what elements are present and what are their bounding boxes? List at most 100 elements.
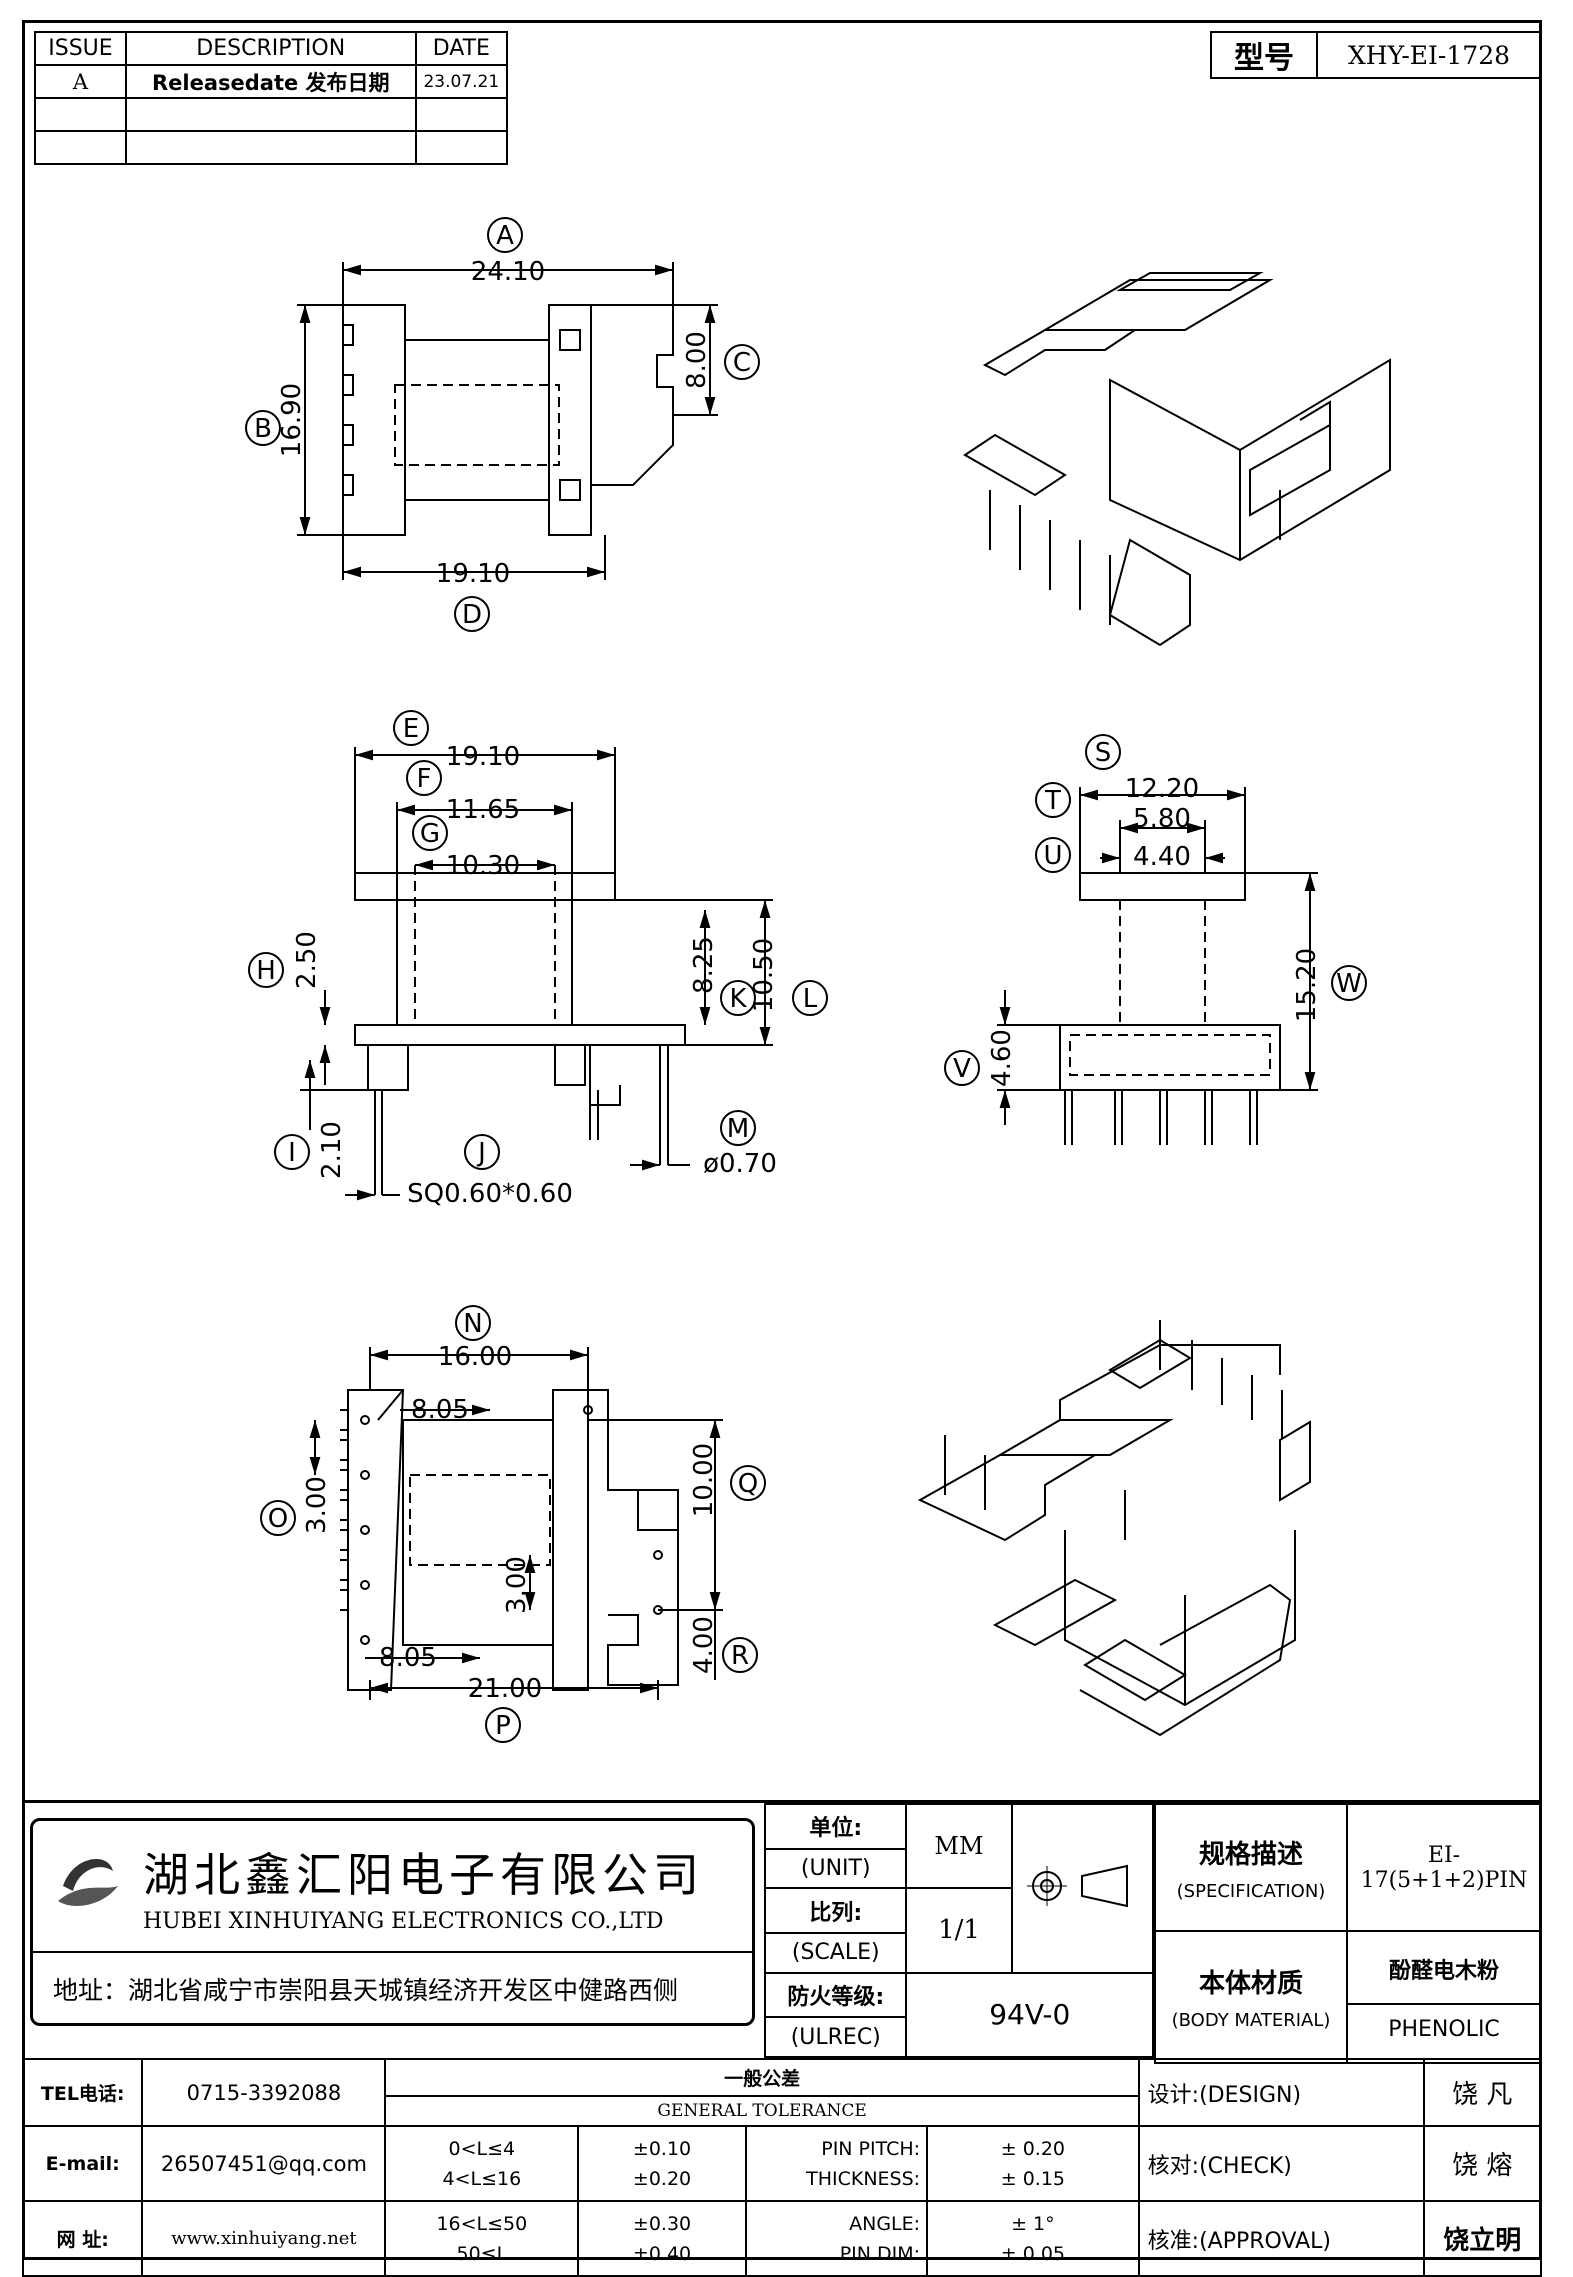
dim-mid: 3.00 <box>502 1556 532 1614</box>
dim-l: 10.50 <box>749 938 779 1012</box>
dim-f: 11.65 <box>446 795 520 825</box>
range-item: 4<L≤16 <box>442 2167 522 2190</box>
dim-m: ø0.70 <box>703 1149 777 1179</box>
label-q: Q <box>738 1469 758 1499</box>
issue-cell <box>34 97 127 132</box>
projection-icon <box>1027 1865 1129 1908</box>
approval-label: 核准:(APPROVAL) <box>1137 2200 1425 2277</box>
dim-s: 12.20 <box>1125 774 1199 804</box>
label-c: C <box>733 348 751 378</box>
fire-label-en: (ULREC) <box>763 2016 908 2058</box>
web-label: 网 址: <box>21 2200 144 2277</box>
range-item: 50≤L <box>456 2242 508 2265</box>
tolerance-item-value: ± 0.05 <box>1000 2242 1065 2265</box>
dim-p: 21.00 <box>468 1674 542 1704</box>
model-label: 型号 <box>1210 31 1318 79</box>
company-box: 湖北鑫汇阳电子有限公司 HUBEI XINHUIYANG ELECTRONICS… <box>30 1818 755 2026</box>
model-box: 型号 XHY-EI-1728 <box>1210 31 1542 79</box>
description-cell <box>124 130 417 165</box>
scale-label-cn: 比列: <box>763 1887 908 1935</box>
projection-symbol-cell <box>1010 1803 1154 1974</box>
description-header: DESCRIPTION <box>124 31 417 66</box>
label-v: V <box>953 1054 971 1084</box>
label-d: D <box>462 600 482 630</box>
side-view <box>944 734 1367 1145</box>
label-u: U <box>1043 841 1062 871</box>
dim-w: 15.20 <box>1292 948 1322 1022</box>
tolerance-item-value: ± 0.20 <box>1000 2137 1065 2160</box>
material-label-cell: 本体材质 (BODY MATERIAL) <box>1154 1930 1348 2064</box>
issue-header: ISSUE <box>34 31 127 66</box>
dim-left-bottom: 8.05 <box>379 1643 437 1673</box>
tolerance-title-cn: 一般公差 <box>386 2060 1138 2097</box>
material-label-en: (BODY MATERIAL) <box>1171 2010 1331 2031</box>
approval-name: 饶立明 <box>1422 2200 1543 2277</box>
design-label: 设计:(DESIGN) <box>1137 2058 1425 2127</box>
range-value: ±0.30 <box>632 2212 692 2235</box>
range-value: ±0.10 <box>632 2137 692 2160</box>
iso-view-top <box>963 272 1391 647</box>
tolerance-ranges: 16<L≤50 50≤L <box>384 2200 580 2277</box>
spec-label-cell: 规格描述 (SPECIFICATION) <box>1154 1803 1348 1932</box>
dim-b: 16.90 <box>277 383 307 457</box>
range-value: ±0.40 <box>632 2242 692 2265</box>
company-address: 地址：湖北省咸宁市崇阳县天城镇经济开发区中健路西侧 <box>53 1976 679 2005</box>
tolerance-values: ±0.30 ±0.40 <box>577 2200 747 2277</box>
date-cell <box>414 130 509 165</box>
web-value: www.xinhuiyang.net <box>141 2200 387 2277</box>
dim-a: 24.10 <box>471 257 545 287</box>
label-f: F <box>417 764 432 794</box>
tolerance-item: PIN DIM: <box>839 2242 921 2265</box>
dim-t: 5.80 <box>1133 804 1191 834</box>
spec-label-cn: 规格描述 <box>1198 1839 1303 1870</box>
tolerance-items: PIN PITCH: THICKNESS: <box>744 2125 929 2202</box>
check-name: 饶 熔 <box>1422 2125 1543 2202</box>
dim-n: 16.00 <box>438 1342 512 1372</box>
material-value-en: PHENOLIC <box>1348 2002 1540 2042</box>
label-e: E <box>403 714 419 744</box>
scale-value: 1/1 <box>905 1887 1013 1974</box>
issue-cell <box>34 130 127 165</box>
dim-q: 10.00 <box>689 1443 719 1517</box>
tolerance-title-cell: 一般公差 GENERAL TOLERANCE <box>384 2058 1140 2127</box>
technical-drawing: A 24.10 B 16.90 C 8.00 D 19.10 E 19.10 F… <box>245 217 1391 1743</box>
spec-table: 规格描述 (SPECIFICATION) EI-17(5+1+2)PIN 本体材… <box>1154 1803 1542 2064</box>
model-value: XHY-EI-1728 <box>1316 31 1542 79</box>
label-p: P <box>495 1711 511 1741</box>
label-n: N <box>463 1309 482 1339</box>
tolerance-item-values: ± 0.20 ± 0.15 <box>926 2125 1140 2202</box>
date-cell: 23.07.21 <box>414 64 509 99</box>
label-b: B <box>254 414 272 444</box>
dim-u: 4.40 <box>1133 842 1191 872</box>
range-value: ±0.20 <box>632 2167 692 2190</box>
tolerance-item-value: ± 1° <box>1011 2212 1055 2235</box>
label-s: S <box>1095 738 1112 768</box>
email-label: E-mail: <box>21 2125 144 2202</box>
tolerance-items: ANGLE: PIN DIM: <box>744 2200 929 2277</box>
tolerance-item-values: ± 1° ± 0.05 <box>926 2200 1140 2277</box>
spec-label-en: (SPECIFICATION) <box>1176 1880 1326 1902</box>
dim-e: 19.10 <box>446 742 520 772</box>
label-a: A <box>496 221 514 251</box>
dim-h: 2.50 <box>292 931 322 989</box>
dim-i: 2.10 <box>317 1121 347 1179</box>
scale-label-en: (SCALE) <box>763 1932 908 1974</box>
spec-value: EI-17(5+1+2)PIN <box>1346 1803 1542 1932</box>
dim-g: 10.30 <box>446 851 520 881</box>
unit-table: 单位: MM (UNIT) 比列: 1/1 (SCALE) 防火等级: 94V-… <box>763 1802 1154 2059</box>
label-o: O <box>268 1504 288 1534</box>
description-cell: Releasedate 发布日期 <box>124 64 417 99</box>
label-m: M <box>727 1114 749 1144</box>
front-view <box>248 710 828 1201</box>
range-item: 0<L≤4 <box>448 2137 516 2160</box>
label-h: H <box>256 956 276 986</box>
label-k: K <box>729 984 747 1014</box>
label-r: R <box>731 1641 749 1671</box>
description-cell <box>124 97 417 132</box>
date-cell <box>414 97 509 132</box>
label-j: J <box>476 1138 486 1168</box>
date-header: DATE <box>414 31 509 66</box>
dim-j: SQ0.60*0.60 <box>407 1179 573 1209</box>
iso-view-bottom <box>917 1320 1311 1737</box>
tolerance-item-value: ± 0.15 <box>1000 2167 1065 2190</box>
